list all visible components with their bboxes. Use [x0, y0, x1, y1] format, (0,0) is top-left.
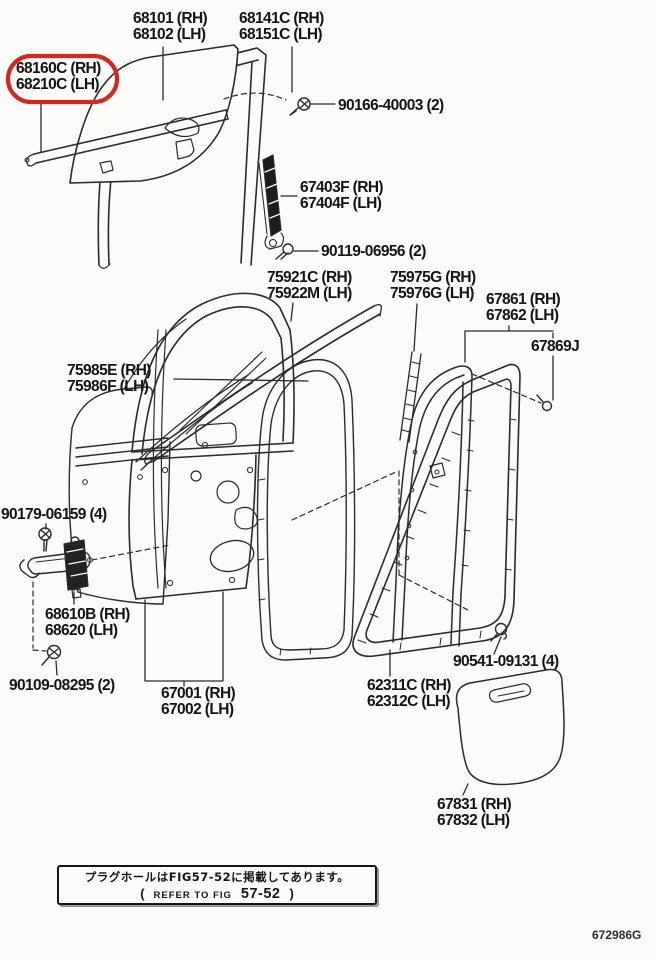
door-weatherstrip-loop-62311 [352, 363, 521, 658]
part-label-90166: 90166-40003 (2) [338, 97, 444, 114]
part-label-68141C: 68141C (RH) 68151C (LH) [239, 10, 324, 43]
center-door-panel [128, 292, 295, 600]
part-label-90179: 90179-06159 (4) [1, 506, 107, 523]
left-door-shell [68, 318, 187, 605]
door-frame-67861 [392, 365, 475, 647]
belt-molding [24, 109, 229, 167]
part-label-67001: 67001 (RH) 67002 (LH) [161, 685, 236, 718]
note-close-paren: ) [289, 885, 294, 901]
part-label-68101: 68101 (RH) 68102 (LH) [133, 10, 208, 43]
diagram-code: 672986G [592, 928, 642, 942]
note-refer-text: REFER TO FIG [153, 889, 232, 901]
part-label-67869J: 67869J [531, 338, 580, 355]
note-fig-number: 57-52 [240, 885, 281, 902]
screw-90179-icon [38, 527, 52, 552]
part-label-75985E: 75985E (RH) 75986F (LH) [67, 362, 151, 395]
part-label-75975G: 75975G (RH) 75976G (LH) [390, 269, 476, 302]
retainer-pin-67869 [536, 394, 553, 412]
screw-90166-icon [289, 97, 311, 116]
part-label-67861: 67861 (RH) 67862 (LH) [486, 291, 561, 324]
part-label-90109: 90109-08295 (2) [9, 677, 115, 694]
screw-90119-icon [275, 243, 294, 260]
door-check-68610 [19, 536, 91, 599]
note-english-text: ( REFER TO FIG 57-52 ) [59, 886, 375, 902]
bolt-90109-icon [41, 644, 62, 666]
clip-pin-90541 [490, 622, 508, 642]
part-label-90119: 90119-06956 (2) [321, 243, 426, 260]
part-label-67403F: 67403F (RH) 67404F (LH) [300, 179, 384, 212]
division-bar-sash [258, 154, 285, 250]
part-label-90541: 90541-09131 (4) [453, 653, 559, 670]
reference-note-box: プラグホールはFIG57-52に掲載してあります。 ( REFER TO FIG… [57, 865, 377, 905]
part-label-68160C-highlighted: 68160C (RH) 68210C (LH) [16, 60, 101, 93]
highlight-oval [5, 53, 120, 105]
part-label-62311C: 62311C (RH) 62312C (LH) [367, 677, 451, 710]
construction-lines [32, 92, 542, 652]
part-label-75921C: 75921C (RH) 75922M (LH) [267, 269, 352, 302]
part-label-67831: 67831 (RH) 67832 (LH) [437, 796, 512, 829]
leader-lines [40, 46, 554, 796]
inner-weatherstrip-loop [256, 358, 356, 661]
part-label-68610B: 68610B (RH) 68620 (LH) [45, 606, 130, 639]
note-open-paren: ( [140, 885, 145, 901]
service-hole-cover-67831 [455, 668, 565, 786]
window-glass [69, 44, 239, 184]
note-japanese-text: プラグホールはFIG57-52に掲載してあります。 [84, 869, 350, 884]
